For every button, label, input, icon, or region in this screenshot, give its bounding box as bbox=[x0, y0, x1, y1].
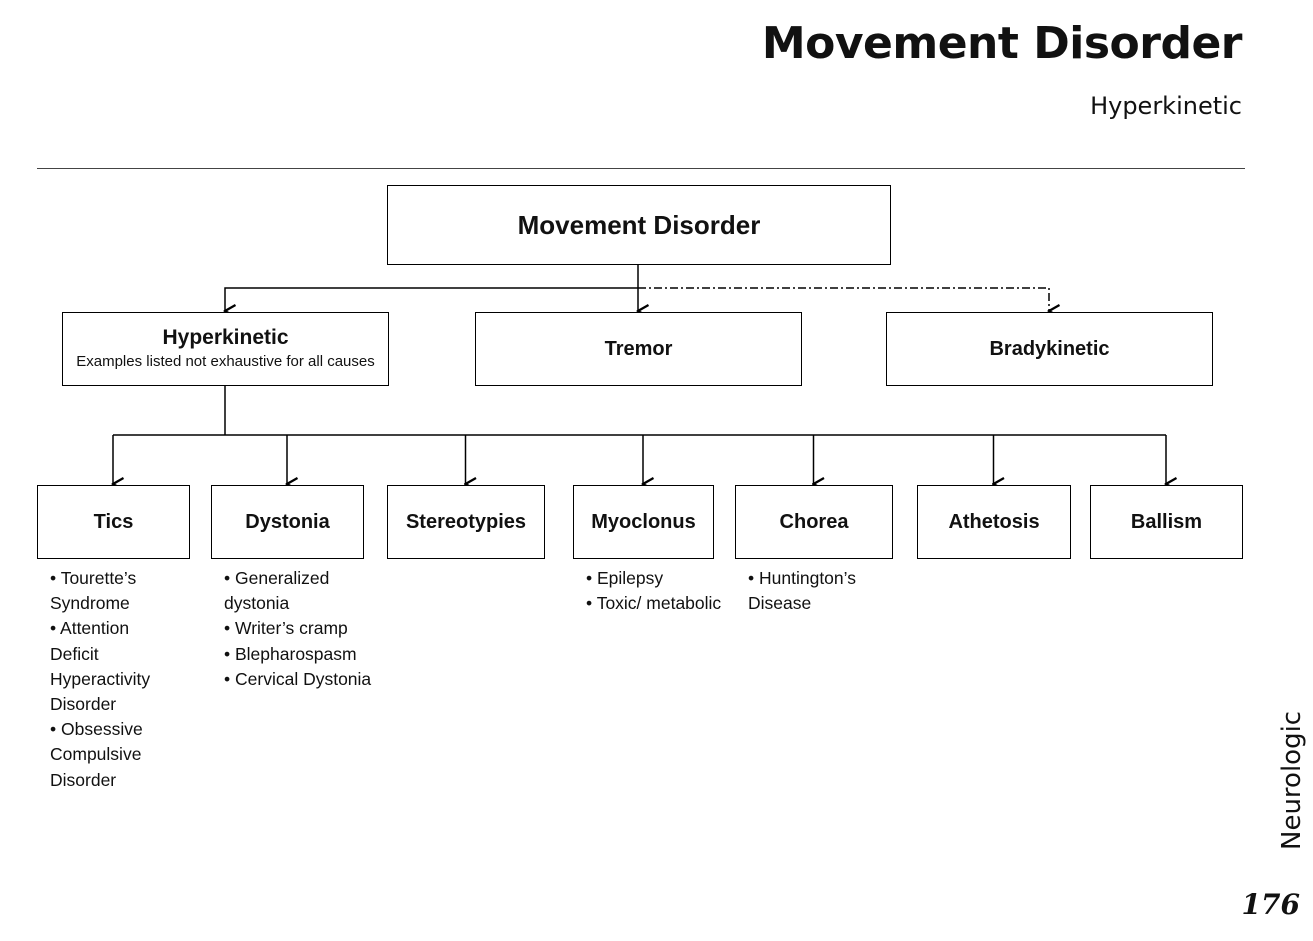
bullet-icon: • bbox=[224, 618, 235, 639]
list-item: • Cervical Dystonia bbox=[224, 667, 374, 692]
node-note: Examples listed not exhaustive for all c… bbox=[76, 352, 375, 370]
node-label: Ballism bbox=[1130, 510, 1203, 533]
bullet-icon: • bbox=[224, 668, 235, 689]
bullet-icon: • bbox=[224, 568, 235, 588]
bullet-icon: • bbox=[224, 643, 235, 664]
node-bradykinetic: Bradykinetic bbox=[886, 312, 1213, 386]
node-stereotypies: Stereotypies bbox=[387, 485, 545, 559]
list-item-text: Blepharospasm bbox=[235, 643, 357, 664]
list-item: • Epilepsy bbox=[586, 566, 736, 591]
list-item-text: Toxic/ metabolic bbox=[596, 593, 722, 614]
bullet-icon: • bbox=[50, 618, 61, 639]
node-label: Athetosis bbox=[948, 510, 1040, 533]
examples-list: • Tourette’s Syndrome• Attention Deficit… bbox=[50, 566, 175, 793]
list-item: • Tourette’s Syndrome bbox=[50, 566, 175, 616]
list-item-text: Tourette’s Syndrome bbox=[50, 568, 137, 614]
node-myoclonus: Myoclonus bbox=[573, 485, 714, 559]
list-item-text: Attention Deficit Hyperactivity Disorder bbox=[50, 618, 151, 715]
bullet-icon: • bbox=[50, 568, 61, 588]
bullet-icon: • bbox=[748, 568, 759, 588]
list-item: • Blepharospasm bbox=[224, 642, 374, 667]
list-item: • Writer’s cramp bbox=[224, 616, 374, 641]
page-title: Movement Disorder bbox=[761, 18, 1243, 69]
list-item-text: Cervical Dystonia bbox=[235, 668, 372, 689]
node-athetosis: Athetosis bbox=[917, 485, 1071, 559]
page-number: 176 bbox=[1241, 888, 1300, 921]
bullet-icon: • bbox=[586, 568, 597, 588]
node-dystonia: Dystonia bbox=[211, 485, 364, 559]
node-chorea: Chorea bbox=[735, 485, 893, 559]
divider bbox=[37, 168, 1245, 169]
node-label: Dystonia bbox=[245, 510, 330, 533]
connector-to-bradykinetic bbox=[638, 287, 1049, 311]
node-label: Myoclonus bbox=[591, 510, 696, 533]
node-tics: Tics bbox=[37, 485, 190, 559]
node-label: Bradykinetic bbox=[989, 337, 1110, 360]
node-label: Stereotypies bbox=[405, 510, 527, 533]
list-item: • Generalized dystonia bbox=[224, 566, 374, 616]
list-item: • Toxic/ metabolic bbox=[586, 591, 736, 616]
page-subtitle: Hyperkinetic bbox=[1090, 92, 1242, 120]
node-tremor: Tremor bbox=[475, 312, 802, 386]
bullet-icon: • bbox=[50, 719, 61, 740]
connector-to-hyperkinetic bbox=[225, 287, 638, 311]
examples-list: • Huntington’s Disease bbox=[748, 566, 898, 616]
node-label: Movement Disorder bbox=[517, 209, 761, 240]
node-root: Movement Disorder bbox=[387, 185, 891, 265]
node-hyperkinetic: Hyperkinetic Examples listed not exhaust… bbox=[62, 312, 389, 386]
list-item-text: Generalized dystonia bbox=[224, 568, 330, 614]
list-item-text: Epilepsy bbox=[597, 568, 664, 588]
node-label: Tremor bbox=[604, 337, 673, 360]
list-item-text: Writer’s cramp bbox=[235, 618, 348, 639]
section-label: Neurologic bbox=[1277, 710, 1307, 850]
list-item-text: Huntington’s Disease bbox=[748, 568, 856, 614]
bullet-icon: • bbox=[586, 593, 597, 614]
node-label: Hyperkinetic bbox=[162, 325, 289, 349]
list-item: • Attention Deficit Hyperactivity Disord… bbox=[50, 616, 175, 717]
list-item-text: Obsessive Compulsive Disorder bbox=[50, 719, 143, 790]
list-item: • Huntington’s Disease bbox=[748, 566, 898, 616]
node-ballism: Ballism bbox=[1090, 485, 1243, 559]
examples-list: • Generalized dystonia• Writer’s cramp• … bbox=[224, 566, 374, 692]
list-item: • Obsessive Compulsive Disorder bbox=[50, 717, 175, 793]
node-label: Chorea bbox=[779, 510, 849, 533]
node-label: Tics bbox=[93, 510, 134, 533]
examples-list: • Epilepsy• Toxic/ metabolic bbox=[586, 566, 736, 616]
